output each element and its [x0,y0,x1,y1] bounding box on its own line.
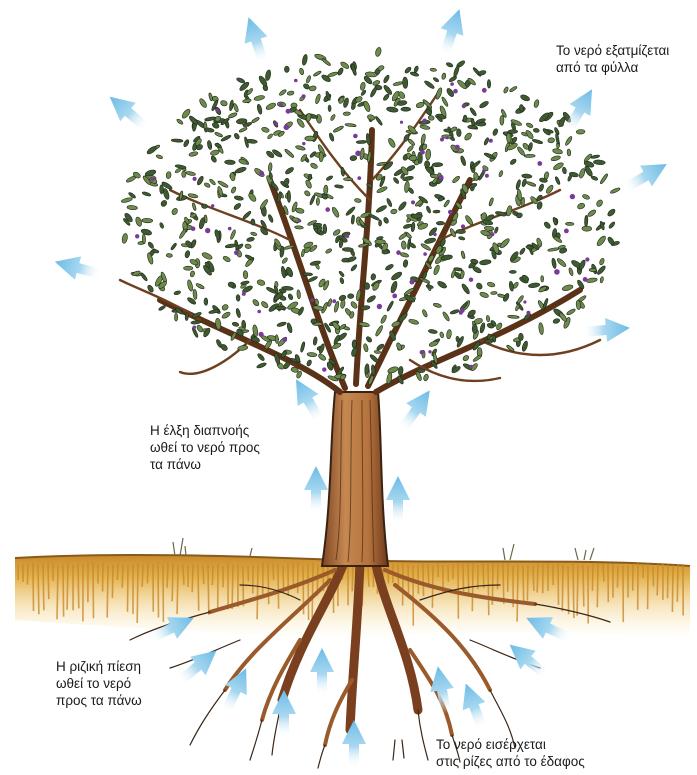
up-arrow-icon [102,87,154,136]
up-arrow-icon [392,383,439,436]
up-arrow-icon [581,316,631,344]
water-arrows [52,5,673,768]
trunk [120,90,600,566]
up-arrow-icon [502,635,554,684]
up-arrow-icon [310,648,334,696]
up-arrow-icon [619,154,673,199]
leaf-canopy [121,47,621,385]
up-arrow-icon [426,664,458,715]
up-arrow-icon [558,83,603,137]
label-root-pressure: Η ριζική πίεση ωθεί το νερό προς τα πάνω [56,658,142,709]
label-transpiration-pull: Η έλξη διαπνοής ωθεί το νερό προς τα πάν… [150,422,260,473]
label-soil-entry: Το νερό εισέρχεται στις ρίζες από το έδα… [436,736,585,770]
up-arrow-icon [386,476,410,524]
label-evaporation: Το νερό εξατμίζεται από τα φύλλα [556,42,669,76]
up-arrow-icon [304,466,328,514]
up-arrow-icon [237,13,275,66]
up-arrow-icon [52,250,105,286]
up-arrow-icon [342,720,366,768]
up-arrow-icon [172,641,224,690]
up-arrow-icon [433,5,471,58]
